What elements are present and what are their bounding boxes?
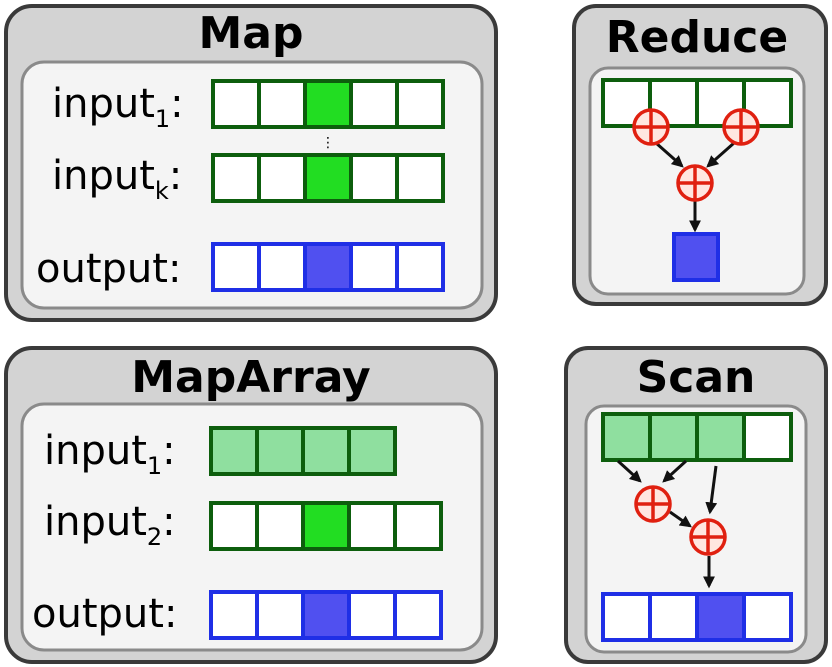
- scan-input-array: [601, 412, 793, 462]
- maparray-input-2-array: [209, 501, 443, 551]
- maparray-input-1-array: [209, 426, 397, 476]
- maparray-output-label: output:: [32, 591, 177, 637]
- maparray-input-2-label: input2:: [44, 499, 176, 551]
- map-output-array: [211, 242, 445, 292]
- circled-plus-icon: [689, 518, 727, 556]
- map-ellipsis: ⋮: [321, 135, 335, 151]
- map-panel: Map input1: ⋮ inputk: output:: [4, 4, 498, 322]
- maparray-panel: MapArray input1: input2: output:: [4, 346, 498, 664]
- scan-arrow-1: [616, 459, 642, 483]
- map-output-label: output:: [36, 246, 181, 292]
- reduce-title: Reduce: [606, 12, 788, 63]
- reduce-arrow-2: [706, 141, 735, 168]
- scan-panel: Scan: [564, 346, 828, 664]
- reduce-arrow-1: [655, 141, 684, 168]
- reduce-input-array: [601, 78, 793, 128]
- map-input-1-array: [211, 79, 445, 129]
- map-input-k-label: inputk:: [52, 153, 182, 205]
- circled-plus-icon: [676, 164, 714, 202]
- scan-output-array: [601, 592, 793, 642]
- maparray-title: MapArray: [131, 352, 370, 403]
- maparray-output-array: [209, 590, 443, 640]
- maparray-input-1-label: input1:: [44, 428, 176, 480]
- scan-arrow-4: [705, 465, 718, 515]
- circled-plus-icon: [722, 108, 760, 146]
- circled-plus-icon: [634, 485, 672, 523]
- scan-arrow-2: [662, 459, 688, 483]
- reduce-output-cell: [672, 232, 720, 282]
- reduce-panel: Reduce: [572, 4, 828, 306]
- map-input-1-label: input1:: [52, 81, 184, 133]
- circled-plus-icon: [632, 108, 670, 146]
- scan-title: Scan: [637, 352, 756, 403]
- scan-arrow-3: [669, 510, 692, 528]
- map-input-k-array: [211, 153, 445, 203]
- map-title: Map: [199, 8, 304, 59]
